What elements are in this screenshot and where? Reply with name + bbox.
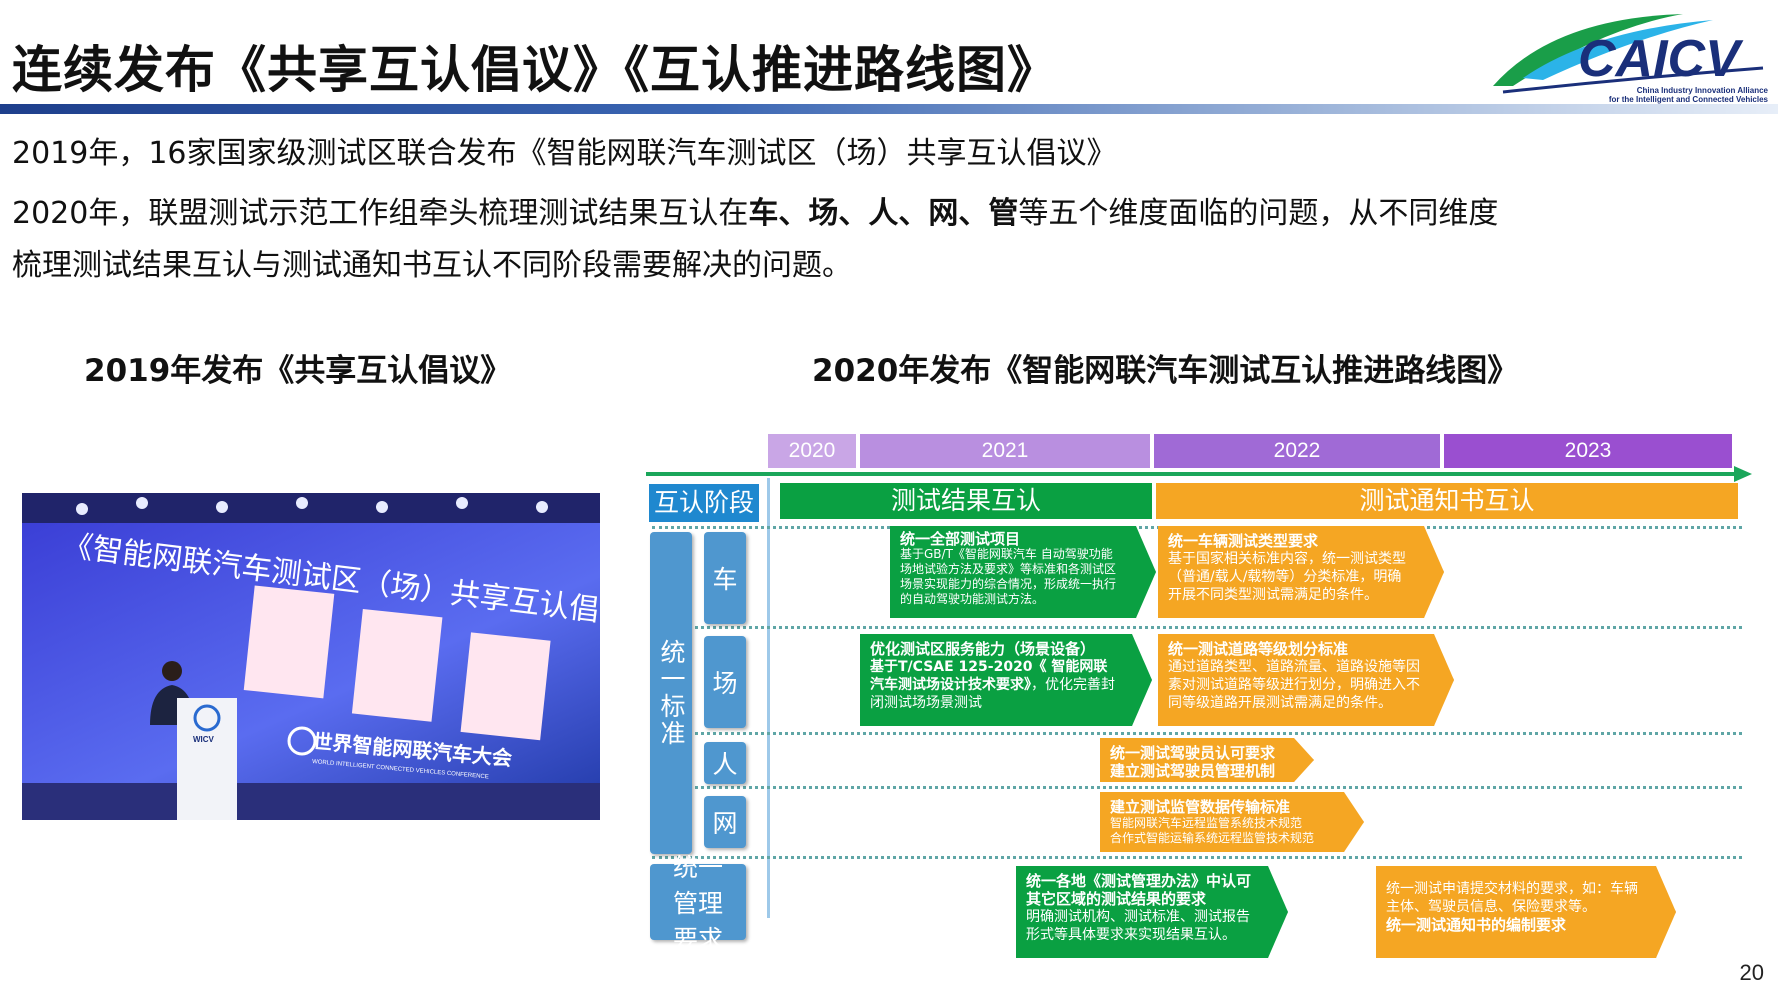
row-divider xyxy=(652,786,1742,789)
phase-result-recognition: 测试结果互认 xyxy=(780,483,1152,519)
year-2023: 2023 xyxy=(1444,434,1732,468)
subtitle-2019: 2019年发布《共享互认倡议》 xyxy=(84,353,512,389)
conference-photo: 《智能网联汽车测试区（场）共享互认倡议》 世界智能网联汽车大会 WORLD IN… xyxy=(22,493,600,820)
year-2020: 2020 xyxy=(768,434,856,468)
dim-car: 车 xyxy=(704,532,746,624)
logo-subtitle: China Industry Innovation Alliance for t… xyxy=(1608,86,1768,104)
dim-site: 场 xyxy=(704,636,746,728)
podium-logo: WICV xyxy=(193,735,215,744)
dim-person: 人 xyxy=(704,742,746,784)
stage-label: 互认阶段 xyxy=(649,484,759,522)
box-site-service-capability: 优化测试区服务能力（场景设备） 基于T/CSAE 125-2020《 智能网联汽… xyxy=(860,634,1152,726)
phase-notice-recognition: 测试通知书互认 xyxy=(1156,483,1738,519)
box-road-level-standard: 统一测试道路等级划分标准 通过道路类型、道路流量、道路设施等因素对测试道路等级进… xyxy=(1158,634,1454,726)
page-title: 连续发布《共享互认倡议》《互认推进路线图》 xyxy=(12,41,1058,99)
group-unified-standard: 统一标准 xyxy=(650,532,692,854)
box-driver-requirements: 统一测试驾驶员认可要求 建立测试驾驶员管理机制 xyxy=(1100,738,1314,782)
group-unified-management: 统一管理要求 xyxy=(650,853,746,954)
divider-line xyxy=(767,478,770,918)
box-network-data-standard: 建立测试监管数据传输标准 智能网联汽车远程监管系统技术规范 合作式智能运输系统远… xyxy=(1100,792,1364,852)
logo-text: CAICV xyxy=(1578,30,1744,88)
paragraph-2019: 2019年，16家国家级测试区联合发布《智能网联汽车测试区（场）共享互认倡议》 xyxy=(12,136,1117,171)
subtitle-2020: 2020年发布《智能网联汽车测试互认推进路线图》 xyxy=(812,353,1519,389)
year-2022: 2022 xyxy=(1154,434,1440,468)
box-management-measures: 统一各地《测试管理办法》中认可其它区域的测试结果的要求 明确测试机构、测试标准、… xyxy=(1016,866,1288,958)
box-car-test-items: 统一全部测试项目 基于GB/T《智能网联汽车 自动驾驶功能场地试验方法及要求》等… xyxy=(890,526,1156,618)
box-car-type-requirements: 统一车辆测试类型要求 基于国家相关标准内容，统一测试类型（普通/载人/载物等）分… xyxy=(1158,526,1444,618)
row-divider xyxy=(652,732,1742,735)
page-number: 20 xyxy=(1739,960,1764,985)
box-application-materials: 统一测试申请提交材料的要求，如：车辆主体、驾驶员信息、保险要求等。 统一测试通知… xyxy=(1376,866,1676,958)
timeline-axis xyxy=(646,472,1736,476)
year-2021: 2021 xyxy=(860,434,1150,468)
paragraph-2020: 2020年，联盟测试示范工作组牵头梳理测试结果互认在车、场、人、网、管等五个维度… xyxy=(12,196,1499,231)
dim-network: 网 xyxy=(704,796,746,848)
row-divider xyxy=(652,626,1742,629)
row-divider xyxy=(652,856,1742,859)
caicv-logo: CAICV xyxy=(1493,14,1764,94)
title-underline xyxy=(0,104,1778,114)
paragraph-2020-cont: 梳理测试结果互认与测试通知书互认不同阶段需要解决的问题。 xyxy=(12,248,852,283)
five-dimensions: 车、场、人、网、管 xyxy=(748,196,1019,231)
timeline-arrow-icon xyxy=(1734,466,1752,482)
roadmap: 2020 2021 2022 2023 互认阶段 测试结果互认 测试通知书互认 … xyxy=(640,430,1778,980)
